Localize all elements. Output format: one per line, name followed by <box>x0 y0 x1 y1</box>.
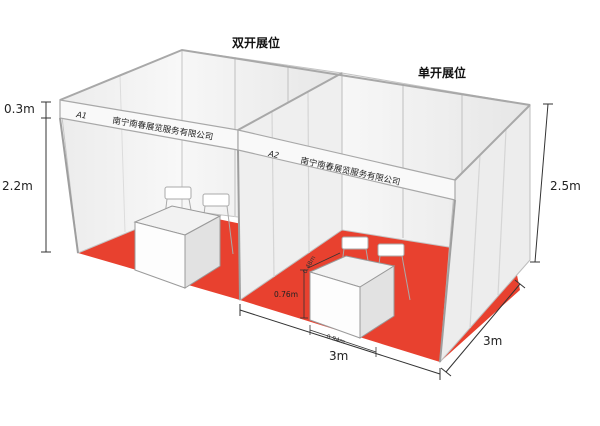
posts <box>59 117 456 363</box>
a1-table <box>133 205 222 289</box>
wall-height-label: 2.2m <box>2 179 33 193</box>
a2-table <box>308 255 396 339</box>
double-booth-title: 双开展位 <box>232 35 280 50</box>
single-booth-title: 单开展位 <box>418 65 466 80</box>
a1-furniture <box>133 186 234 289</box>
table-width-label: 0.94m <box>325 333 346 346</box>
width-label: 3m <box>329 349 348 363</box>
fascia-height-label: 0.3m <box>4 102 35 116</box>
a2-divider-wall <box>237 72 343 301</box>
dimension-lines <box>41 101 553 380</box>
top-frame <box>59 48 531 181</box>
a2-furniture <box>308 236 411 339</box>
a2-booth-code: A2 <box>267 149 280 160</box>
a1-booth-code: A1 <box>75 110 88 121</box>
depth-label: 3m <box>483 334 502 348</box>
table-height-label: 0.76m <box>274 290 298 299</box>
total-height-label: 2.5m <box>550 179 581 193</box>
